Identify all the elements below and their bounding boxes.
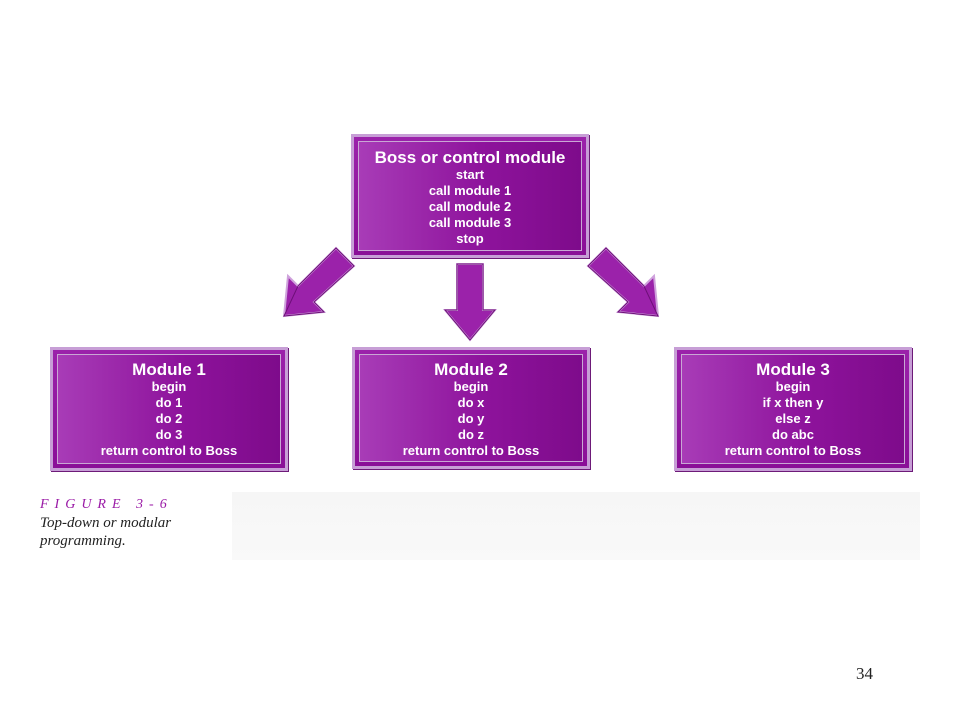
module-1-line: do 3 — [155, 427, 183, 442]
boss-module-inner — [358, 141, 582, 251]
arrow-to-module-1-icon — [282, 246, 356, 318]
boss-line-call-2: call module 2 — [428, 199, 512, 214]
module-2-line: return control to Boss — [402, 443, 540, 458]
module-3-box: Module 3 begin if x then y else z do abc… — [674, 347, 912, 471]
module-2-line: do x — [457, 395, 485, 410]
module-3-line: if x then y — [762, 395, 824, 410]
module-1-line: do 1 — [155, 395, 183, 410]
module-2-line: begin — [453, 379, 489, 394]
arrow-to-module-3-icon — [586, 246, 660, 318]
module-3-line: begin — [775, 379, 811, 394]
module-1-line: do 2 — [155, 411, 183, 426]
module-2-box: Module 2 begin do x do y do z return con… — [352, 347, 590, 469]
figure-background — [232, 492, 920, 560]
arrow-to-module-2-icon — [442, 263, 498, 342]
page-number: 34 — [856, 664, 873, 683]
boss-module-title: Boss or control module — [374, 148, 566, 167]
module-1-box: Module 1 begin do 1 do 2 do 3 return con… — [50, 347, 288, 471]
boss-line-stop: stop — [456, 231, 484, 246]
module-1-inner — [57, 354, 281, 464]
boss-line-call-1: call module 1 — [428, 183, 512, 198]
module-3-line: return control to Boss — [724, 443, 862, 458]
module-2-inner — [359, 354, 583, 462]
module-3-line: else z — [775, 411, 811, 426]
boss-line-start: start — [455, 167, 485, 182]
module-1-line: begin — [151, 379, 187, 394]
figure-caption: FIGURE 3-6 Top-down or modular programmi… — [40, 496, 200, 550]
module-3-inner — [681, 354, 905, 464]
module-2-line: do z — [458, 427, 484, 442]
boss-line-call-3: call module 3 — [428, 215, 512, 230]
module-1-line: return control to Boss — [100, 443, 238, 458]
module-2-line: do y — [457, 411, 485, 426]
figure-description: Top-down or modular programming. — [40, 515, 172, 549]
module-1-title: Module 1 — [132, 360, 206, 379]
module-3-title: Module 3 — [756, 360, 830, 379]
module-3-line: do abc — [772, 427, 814, 442]
boss-module-box: Boss or control module start call module… — [351, 134, 589, 258]
module-2-title: Module 2 — [434, 360, 508, 379]
figure-label: FIGURE 3-6 — [40, 497, 173, 512]
